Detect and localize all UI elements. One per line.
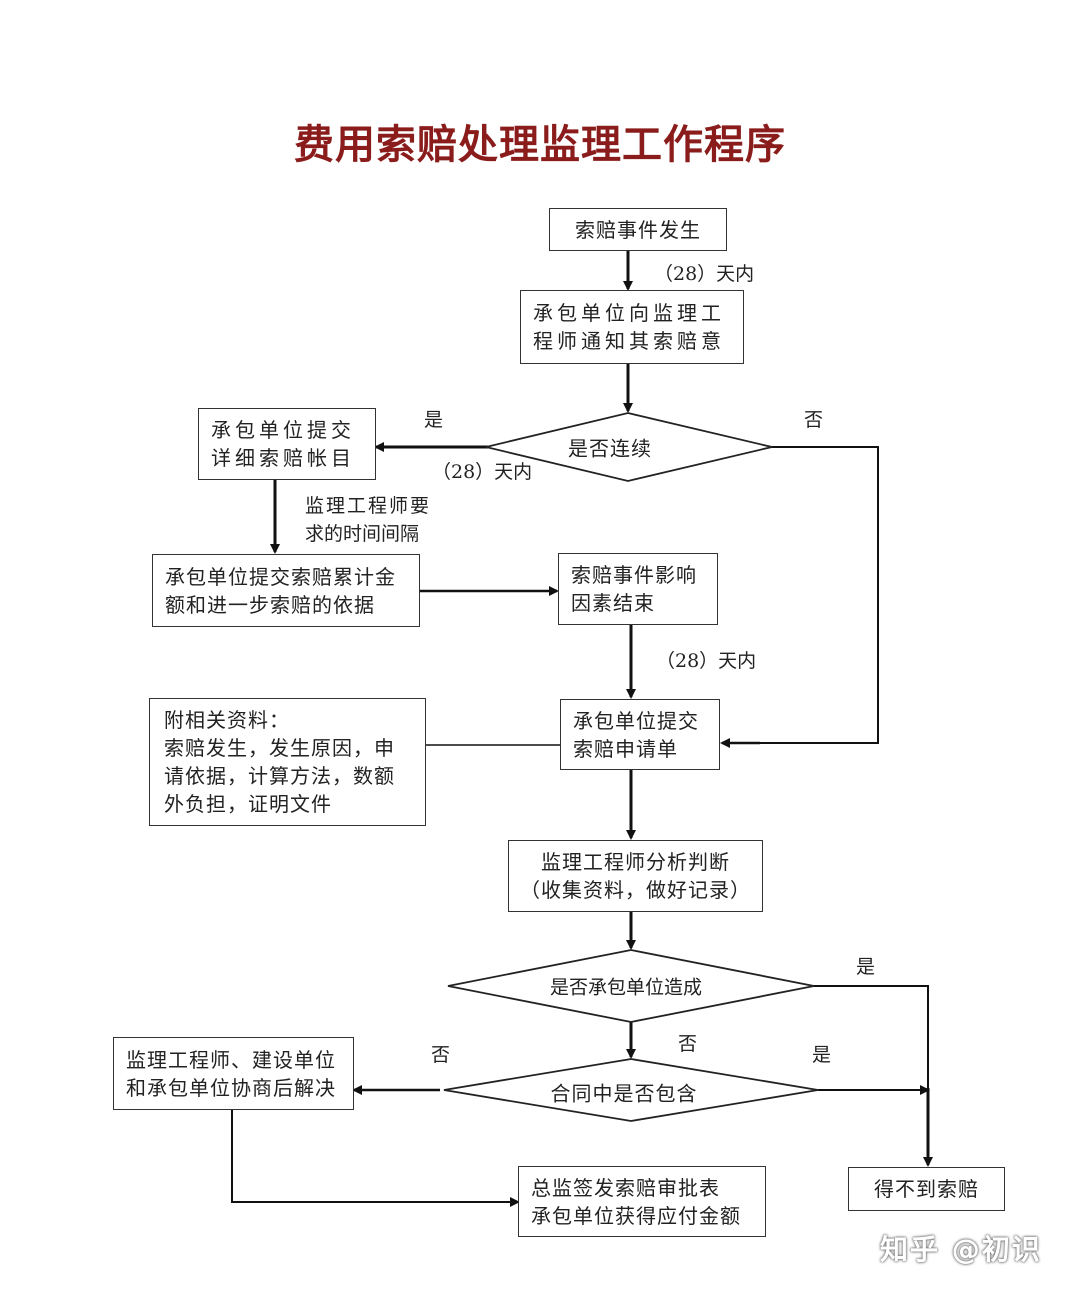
box-application-line2: 索赔申请单 <box>573 736 678 761</box>
decision-continuous-label: 是否连续 <box>568 436 652 461</box>
box-negotiate-resolve: 监理工程师、建设单位 和承包单位协商后解决 <box>113 1037 354 1110</box>
decision-continuous-shape <box>485 412 773 482</box>
arrow-negotiate-to-approve <box>231 1110 520 1207</box>
box-materials-line4: 外负担，证明文件 <box>164 792 332 816</box>
label-28-days-effect: （28）天内 <box>656 650 757 672</box>
box-engineer-analysis: 监理工程师分析判断 （收集资料，做好记录） <box>508 840 763 912</box>
box-claim-event-text: 索赔事件发生 <box>575 217 701 242</box>
box-cumulative-line2: 额和进一步索赔的依据 <box>165 592 375 617</box>
box-detailed-account: 承包单位提交 详细索赔帐目 <box>198 408 376 480</box>
box-materials-line3: 请依据，计算方法，数额 <box>164 764 395 788</box>
label-28-days-account: （28）天内 <box>432 461 533 483</box>
label-interval-line2: 求的时间间隔 <box>305 523 420 545</box>
box-effect-ended: 索赔事件影响 因素结束 <box>558 553 718 625</box>
box-no-compensation-text: 得不到索赔 <box>874 1177 979 1201</box>
zhihu-watermark: 知乎 @初识 <box>880 1233 1042 1266</box>
decision-caused-shape <box>447 949 815 1023</box>
box-materials-line2: 索赔发生，发生原因，申 <box>164 736 395 760</box>
box-effect-line2: 因素结束 <box>571 591 655 615</box>
label-interval-line1: 监理工程师要 <box>305 495 432 517</box>
box-application-line1: 承包单位提交 <box>573 708 699 733</box>
box-analysis-line2: （收集资料，做好记录） <box>520 878 751 902</box>
box-cumulative-amount: 承包单位提交索赔累计金 额和进一步索赔的依据 <box>152 554 420 627</box>
label-no-contract: 否 <box>431 1044 451 1066</box>
box-materials-line1: 附相关资料： <box>164 708 290 732</box>
decision-caused-label: 是否承包单位造成 <box>549 976 703 999</box>
box-no-compensation: 得不到索赔 <box>848 1167 1005 1211</box>
box-cumulative-line1: 承包单位提交索赔累计金 <box>165 564 396 589</box>
box-notify-line2: 程师通知其索赔意 <box>533 329 725 353</box>
box-negotiate-line2: 和承包单位协商后解决 <box>126 1075 336 1100</box>
box-effect-line1: 索赔事件影响 <box>571 563 697 587</box>
box-claim-event: 索赔事件发生 <box>549 208 727 251</box>
box-approve-line2: 承包单位获得应付金额 <box>531 1203 741 1228</box>
line-continuous-no <box>722 446 879 744</box>
label-no-continuous: 否 <box>804 409 824 431</box>
box-approve-line1: 总监签发索赔审批表 <box>531 1175 720 1200</box>
box-approval-payment: 总监签发索赔审批表 承包单位获得应付金额 <box>518 1166 766 1237</box>
box-negotiate-line1: 监理工程师、建设单位 <box>126 1047 336 1072</box>
box-analysis-line1: 监理工程师分析判断 <box>541 850 730 874</box>
label-yes-continuous: 是 <box>424 409 444 431</box>
page-title: 费用索赔处理监理工作程序 <box>294 122 786 168</box>
label-yes-caused: 是 <box>856 956 876 978</box>
box-account-line1: 承包单位提交 <box>211 418 355 442</box>
box-claim-application: 承包单位提交 索赔申请单 <box>560 699 720 770</box>
label-yes-contract: 是 <box>812 1044 832 1066</box>
box-related-materials: 附相关资料： 索赔发生，发生原因，申 请依据，计算方法，数额 外负担，证明文件 <box>149 698 426 826</box>
line-caused-yes <box>814 985 929 1090</box>
decision-contract-shape <box>443 1058 819 1122</box>
box-account-line2: 详细索赔帐目 <box>211 446 355 470</box>
box-notify-intent: 承包单位向监理工 程师通知其索赔意 <box>520 290 744 364</box>
label-28-days-notify: （28）天内 <box>654 263 755 285</box>
label-no-caused: 否 <box>678 1033 698 1055</box>
box-notify-line1: 承包单位向监理工 <box>533 301 725 325</box>
decision-contract-label: 合同中是否包含 <box>550 1081 698 1106</box>
